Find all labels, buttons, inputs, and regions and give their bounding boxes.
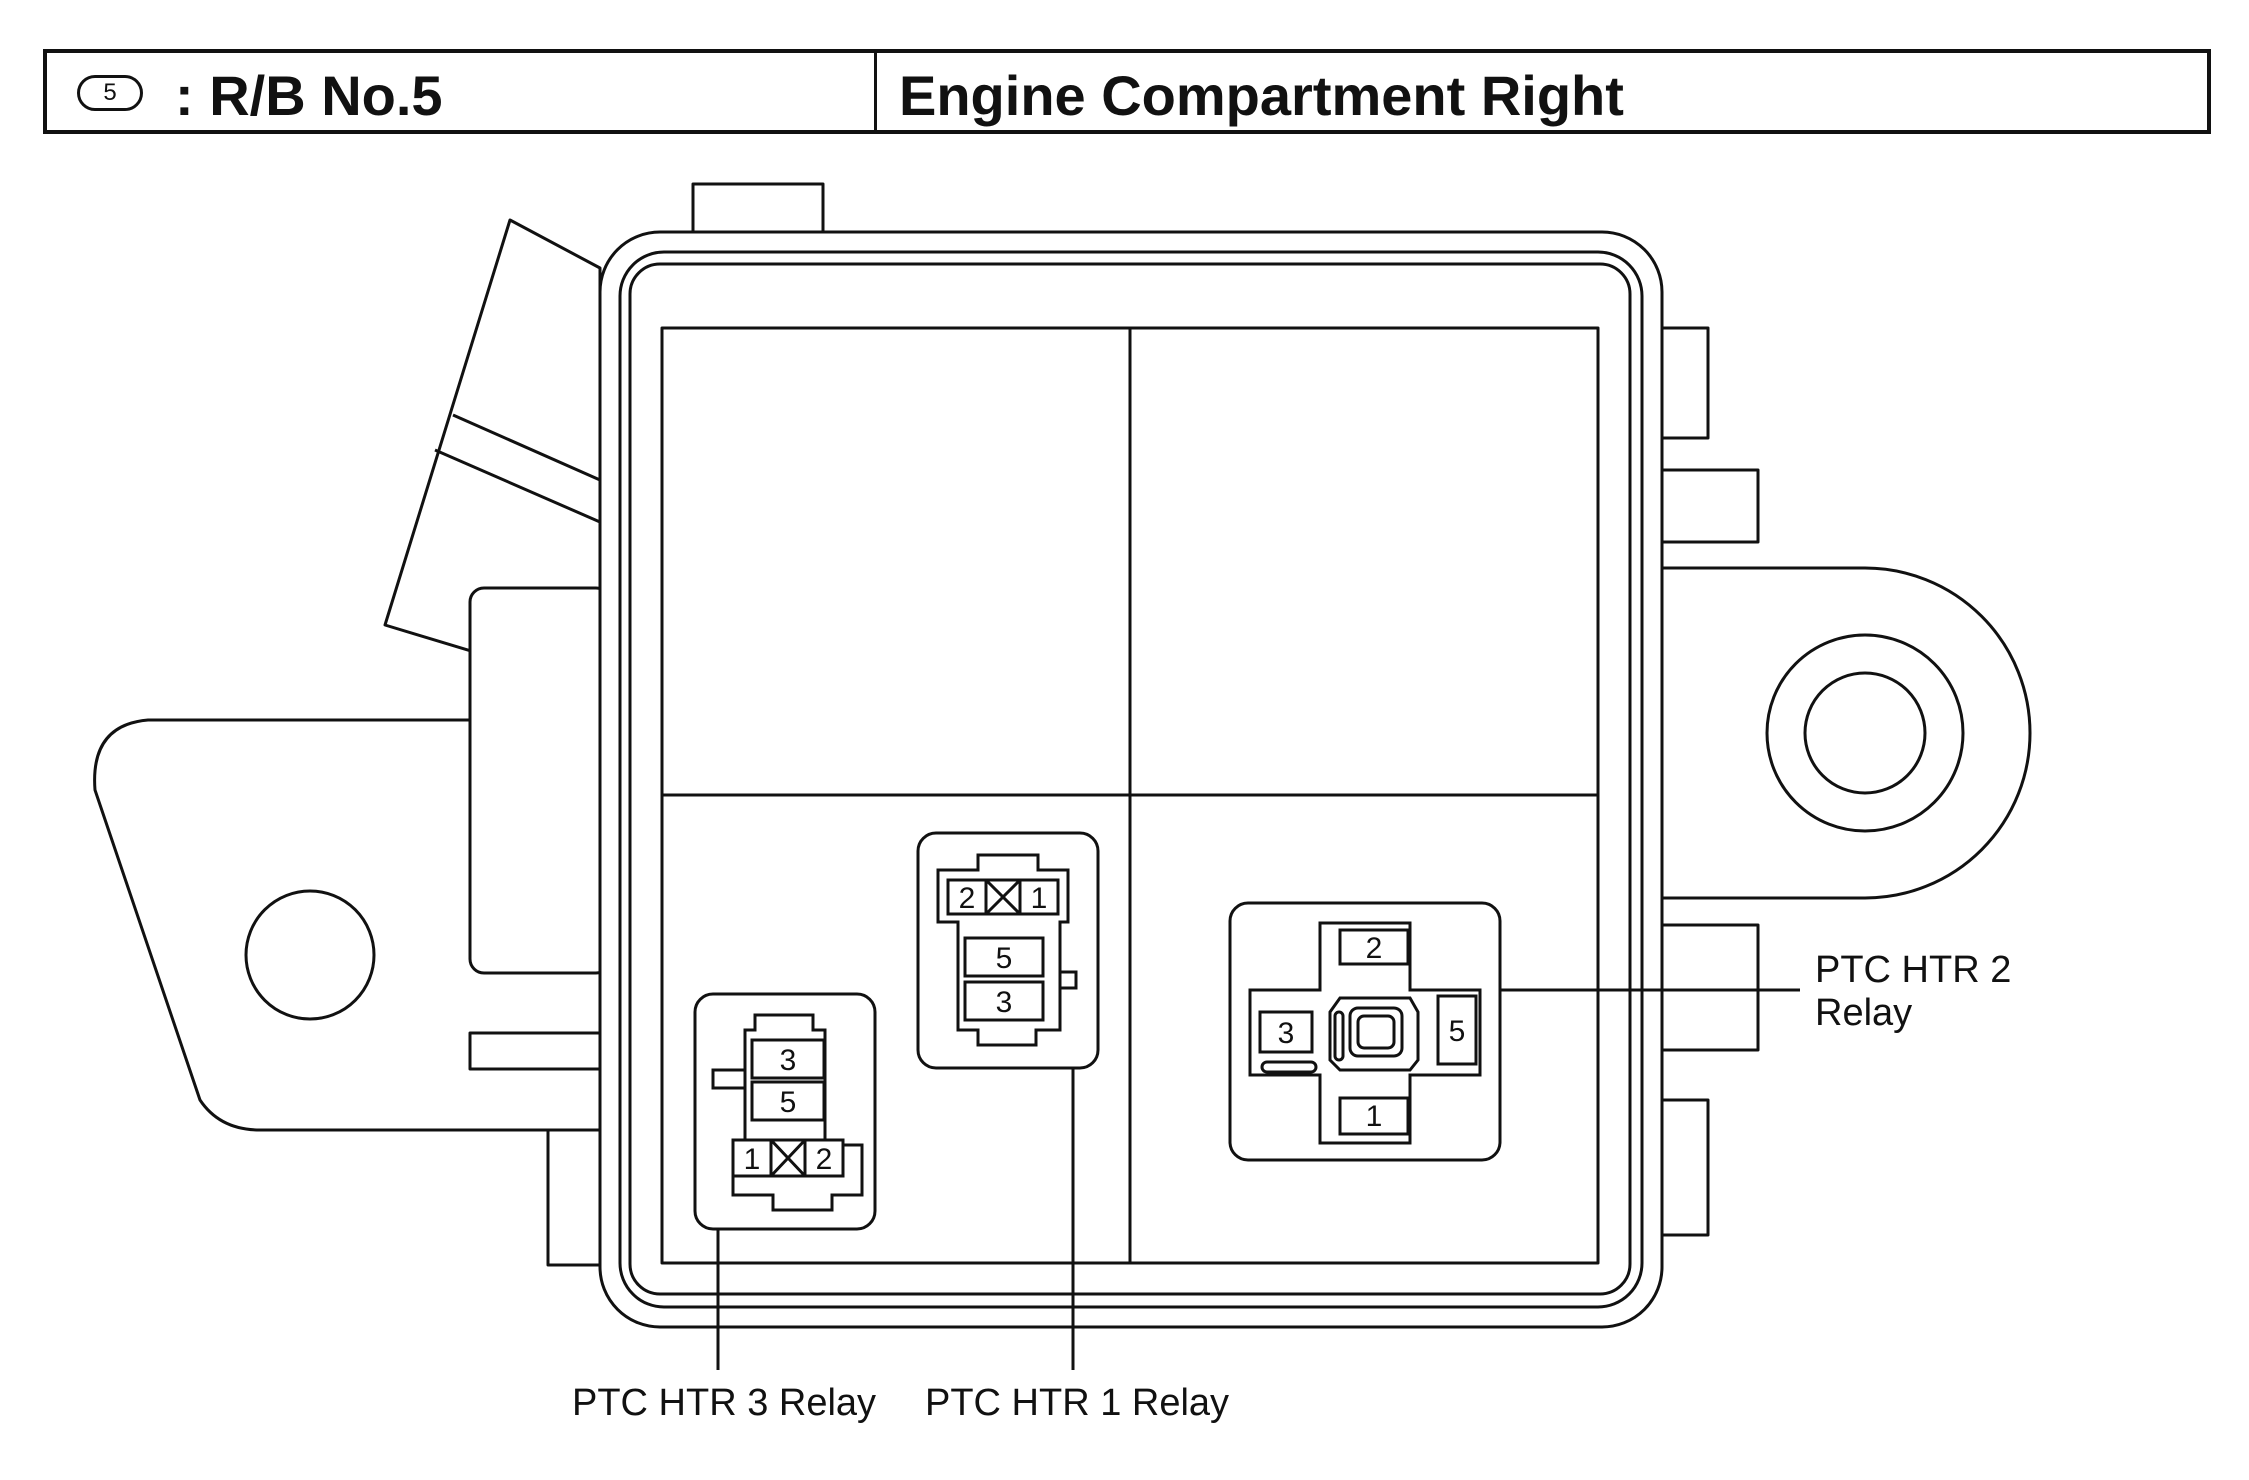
ptc-htr-2-terminal: 5 [1449, 1015, 1466, 1048]
ptc-htr-2-label: PTC HTR 2 [1815, 949, 2011, 991]
ptc-htr-3-relay-socket [693, 992, 877, 1231]
ptc-htr-1-label: PTC HTR 1 Relay [925, 1382, 1229, 1424]
ptc-htr-1-relay-socket [916, 831, 1100, 1070]
ptc-htr-3-terminal: 3 [780, 1044, 797, 1077]
location-name: Engine Compartment Right [899, 64, 1624, 127]
ptc-htr-3-terminal: 1 [744, 1143, 761, 1176]
ptc-htr-2-terminal: 1 [1366, 1100, 1383, 1133]
ptc-htr-1-terminal: 5 [996, 942, 1013, 975]
ptc-htr-3-label: PTC HTR 3 Relay [572, 1382, 876, 1424]
ptc-htr-3-terminal: 5 [780, 1086, 797, 1119]
ptc-htr-1-terminal: 2 [959, 882, 976, 915]
relay-block-name: : R/B No.5 [175, 64, 443, 127]
location-badge: 5 [77, 75, 143, 111]
left-bolt-hole [244, 889, 376, 1021]
ptc-htr-2-terminal: 3 [1278, 1017, 1295, 1050]
ptc-htr-3-terminal: 2 [816, 1143, 833, 1176]
title-bar: 5 : R/B No.5 Engine Compartment Right [43, 49, 2211, 134]
left-side-clip [468, 586, 612, 975]
ptc-htr-1-terminal: 3 [996, 986, 1013, 1019]
ptc-htr-1-terminal: 1 [1031, 882, 1048, 915]
ptc-htr-2-relay-socket [1228, 901, 1502, 1162]
ptc-htr-2-label: Relay [1815, 992, 1912, 1034]
ptc-htr-2-terminal: 2 [1366, 932, 1383, 965]
relay-block-cell: 5 : R/B No.5 [47, 53, 877, 130]
